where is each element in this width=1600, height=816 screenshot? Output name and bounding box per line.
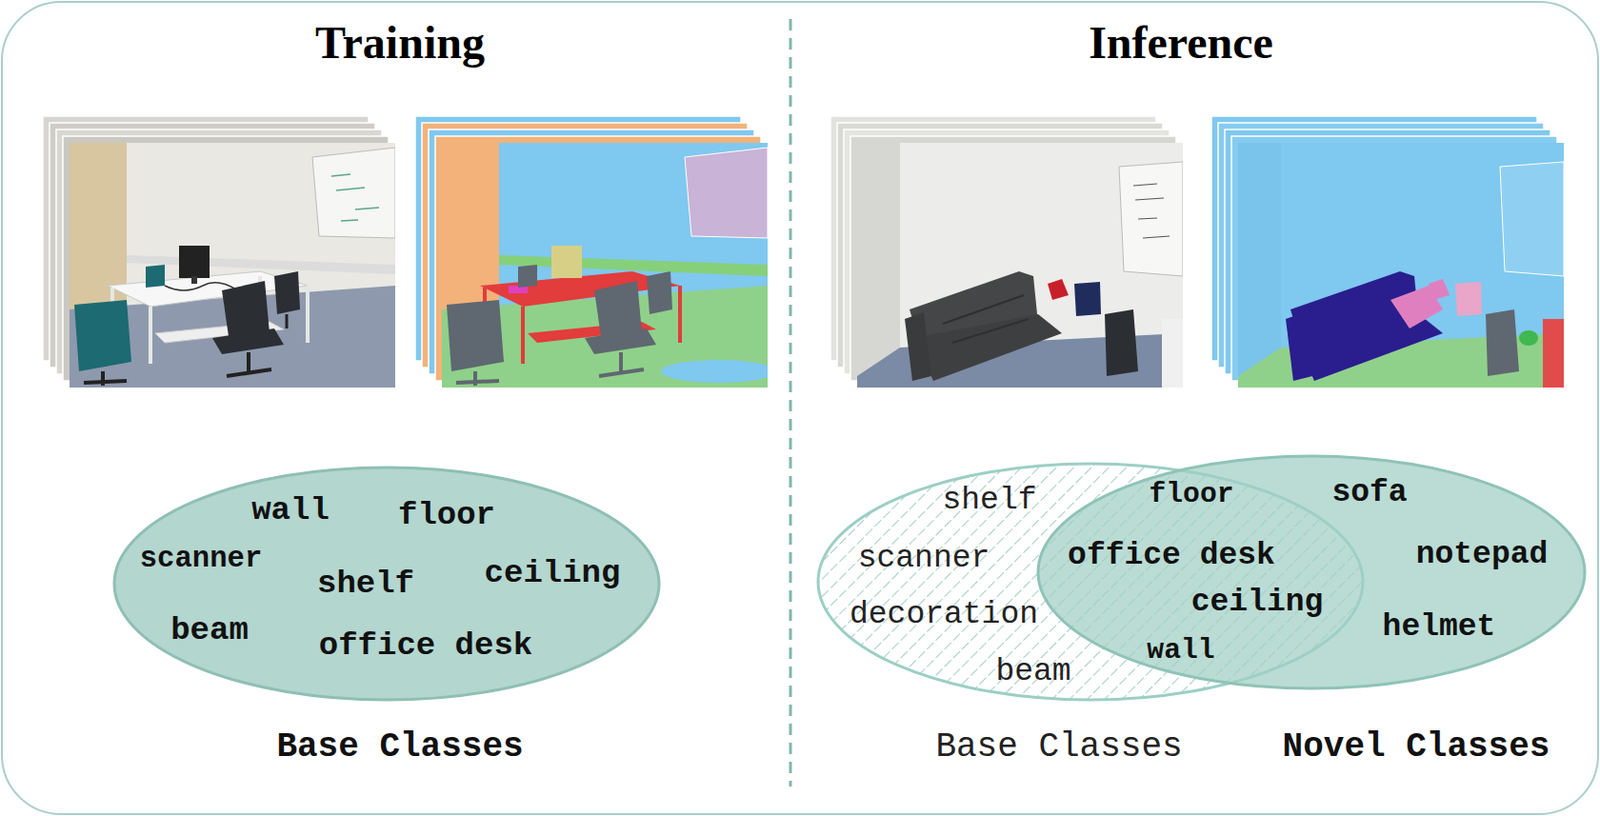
svg-path: [456, 371, 500, 386]
svg-polygon: [1104, 309, 1139, 377]
svg-rect: [69, 142, 396, 388]
divider: [789, 19, 793, 787]
svg-polygon: [1428, 279, 1450, 300]
svg-polygon: [446, 300, 504, 372]
svg-polygon: [914, 314, 1062, 381]
inference-photo: [857, 142, 1183, 388]
svg-rect: [857, 142, 1183, 388]
class-name: wall: [1146, 637, 1215, 666]
class-name: floor: [1148, 480, 1234, 510]
class-name: shelf: [941, 484, 1037, 517]
svg-rect: [1238, 142, 1564, 388]
class-name: notepad: [1416, 539, 1549, 571]
class-name: beam: [995, 656, 1071, 688]
svg-path: [164, 282, 237, 291]
svg-polygon: [1295, 314, 1443, 381]
set-ellipse: [1038, 456, 1585, 689]
svg-polygon: [1047, 279, 1069, 300]
training-photo: [69, 142, 396, 388]
class-name: floor: [398, 499, 496, 532]
svg-rect: [191, 276, 198, 284]
set-caption: Novel Classes: [1282, 730, 1551, 765]
svg-path: [942, 295, 1029, 343]
class-name: wall: [251, 494, 330, 527]
svg-rect: [179, 245, 210, 279]
svg-polygon: [646, 271, 673, 315]
class-name: decoration: [849, 599, 1039, 631]
class-set-ellipse: wall floor scanner shelf ceiling beam office d…: [112, 465, 661, 702]
class-set-ellipse: floor sofa office desk notepad ceiling helmet…: [1036, 454, 1587, 691]
svg-polygon: [74, 300, 132, 372]
svg-rect: [441, 142, 768, 388]
training-segmentation: [441, 142, 768, 388]
inference-segmentation: [1238, 142, 1564, 388]
svg-polygon: [684, 147, 768, 239]
panel-title: Training: [315, 20, 485, 66]
svg-polygon: [584, 328, 657, 355]
svg-polygon: [312, 147, 396, 239]
svg-rect: [1161, 319, 1183, 388]
svg-path: [285, 314, 289, 329]
ellipse-outline: [1036, 454, 1587, 691]
svg-path: [226, 352, 272, 377]
svg-polygon: [145, 264, 165, 288]
svg-path: [599, 352, 644, 377]
svg-rect: [1542, 319, 1564, 388]
class-name: scanner: [858, 542, 991, 575]
class-name: ceiling: [1191, 586, 1324, 619]
svg-ellipse: [660, 360, 768, 383]
svg-path: [331, 174, 380, 221]
set-caption: Base Classes: [276, 730, 523, 765]
svg-polygon: [1455, 281, 1482, 317]
svg-ellipse: [1519, 330, 1539, 346]
svg-polygon: [857, 142, 900, 388]
class-name: helmet: [1382, 611, 1497, 643]
svg-path: [83, 371, 127, 386]
class-name: scanner: [140, 544, 263, 575]
svg-polygon: [1285, 312, 1313, 381]
class-name: office desk: [1067, 540, 1276, 572]
class-name: sofa: [1331, 477, 1407, 509]
class-name: beam: [170, 614, 249, 647]
svg-polygon: [1500, 161, 1564, 277]
class-name: ceiling: [484, 557, 621, 590]
svg-polygon: [212, 328, 284, 355]
class-name: shelf: [317, 567, 415, 600]
svg-polygon: [1485, 309, 1520, 377]
svg-rect: [551, 245, 582, 279]
svg-polygon: [1238, 142, 1281, 388]
class-name: office desk: [319, 629, 533, 662]
svg-polygon: [518, 264, 538, 288]
svg-polygon: [1119, 161, 1183, 277]
set-ellipse: [114, 467, 660, 700]
svg-path: [1133, 183, 1170, 239]
svg-polygon: [274, 271, 300, 315]
panel-title: Inference: [1088, 20, 1274, 66]
svg-polygon: [1074, 281, 1101, 317]
svg-polygon: [904, 312, 932, 381]
set-caption: Base Classes: [935, 730, 1182, 765]
